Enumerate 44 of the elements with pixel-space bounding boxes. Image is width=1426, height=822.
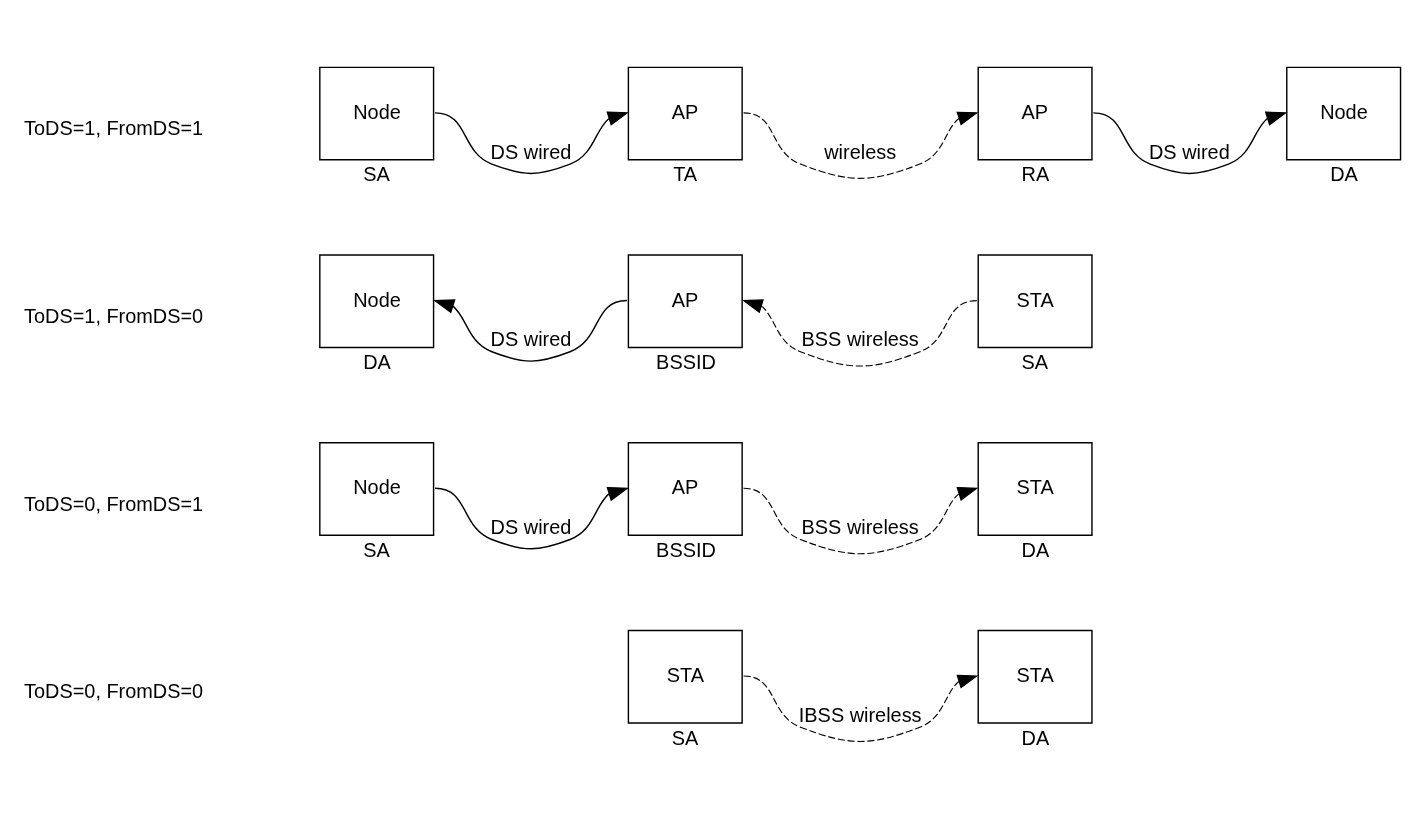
node-label: BSSID [656, 350, 716, 373]
node-label: SA [363, 538, 390, 561]
label: ToDS=1, FromDS=0 [24, 304, 204, 327]
node-box: AP [627, 66, 743, 160]
node-label: DA [1021, 726, 1050, 749]
edge-label: DS wired [490, 140, 572, 163]
edge-label: DS wired [490, 515, 572, 538]
arrow [434, 110, 630, 174]
node-box: STA [627, 629, 743, 724]
edge-label: BSS wireless [801, 515, 919, 538]
node-label: SA [1021, 350, 1049, 373]
node-box: STA [977, 441, 1093, 536]
node-box: AP [627, 441, 743, 536]
node-box: Node [319, 441, 435, 536]
arrow [743, 486, 979, 554]
node-label: SA [671, 726, 699, 749]
arrow [432, 298, 628, 362]
arrow [1092, 110, 1288, 174]
edge-label: IBSS wireless [798, 703, 922, 726]
node-box: STA [977, 253, 1093, 348]
node-box: Node [319, 253, 435, 348]
edge-label: DS wired [490, 327, 572, 350]
node-box: Node [319, 66, 435, 160]
edge-label: BSS wireless [801, 327, 919, 350]
node-box: STA [977, 629, 1093, 724]
node-label: TA [673, 162, 698, 185]
arrow [743, 674, 979, 742]
arrow [743, 111, 979, 179]
node-box: AP [627, 253, 743, 348]
arrow [741, 298, 978, 367]
edge-label: wireless [824, 140, 897, 163]
node-label: DA [363, 350, 391, 373]
label: ToDS=0, FromDS=1 [24, 492, 204, 515]
arrow [434, 486, 630, 550]
label: ToDS=0, FromDS=0 [24, 679, 204, 702]
node-box: AP [977, 66, 1093, 160]
node-label: DA [1021, 538, 1050, 561]
edge-label: DS wired [1149, 140, 1230, 163]
node-label: SA [363, 162, 390, 185]
node-label: DA [1330, 162, 1358, 185]
node-label: RA [1021, 162, 1050, 185]
node-box: Node [1286, 66, 1402, 160]
label: ToDS=1, FromDS=1 [24, 116, 204, 139]
node-label: BSSID [656, 538, 716, 561]
